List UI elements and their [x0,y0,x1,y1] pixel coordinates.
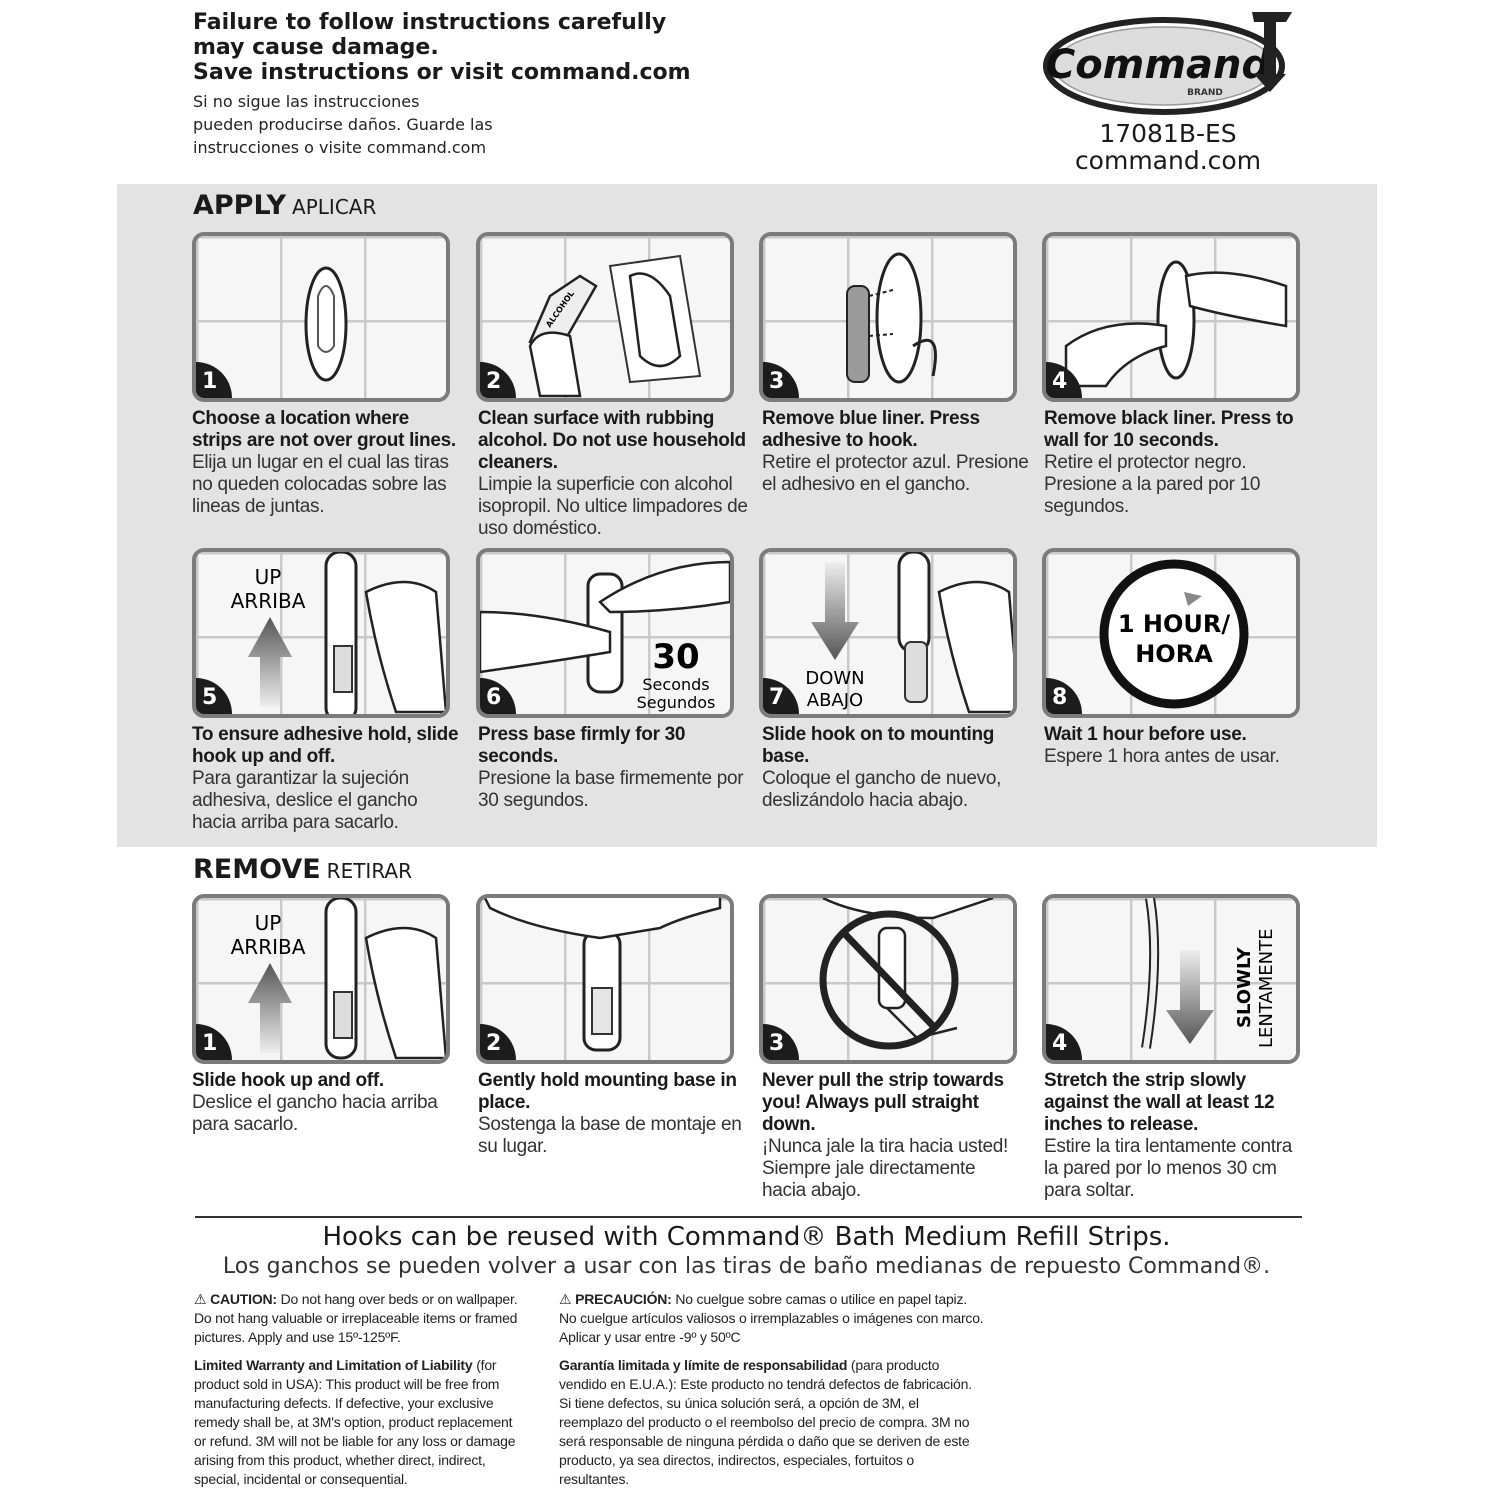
svg-text:UP: UP [255,911,282,935]
svg-text:DOWN: DOWN [805,668,864,689]
website-link[interactable]: command.com [1074,146,1262,175]
caution-english: ⚠ CAUTION: Do not hang over beds or on w… [194,1291,518,1345]
step-number: 1 [196,1024,232,1060]
apply-step-8-illustration: 1 HOUR/ HORA 8 [1042,548,1300,718]
apply-step-3-caption: Remove blue liner. Press adhesive to hoo… [762,408,1029,495]
svg-text:Command: Command [1046,42,1271,88]
remove-step-4-caption: Stretch the strip slowly against the wal… [1044,1070,1293,1201]
svg-text:HORA: HORA [1135,640,1213,668]
svg-text:UP: UP [255,565,282,589]
apply-step-1-illustration: 1 [192,232,450,402]
apply-step-5-illustration: UP ARRIBA 5 [192,548,450,718]
apply-step-7-illustration: DOWN ABAJO 7 [759,548,1017,718]
apply-step-1-caption: Choose a location where strips are not o… [192,408,456,517]
apply-step-6-illustration: 30 Seconds Segundos 6 [476,548,734,718]
warranty-spanish: Garantía limitada y límite de responsabi… [559,1357,972,1487]
product-code: 17081B-ES [1099,119,1237,148]
remove-step-1-caption: Slide hook up and off.Deslice el gancho … [192,1070,438,1135]
svg-text:1 HOUR/: 1 HOUR/ [1118,610,1231,638]
apply-step-3-illustration: 3 [759,232,1017,402]
svg-text:LENTAMENTE: LENTAMENTE [1256,928,1277,1048]
svg-text:ARRIBA: ARRIBA [231,589,306,613]
svg-text:ABAJO: ABAJO [807,690,863,711]
svg-text:ARRIBA: ARRIBA [231,935,306,959]
warning-english: Failure to follow instructions carefully… [193,10,691,85]
svg-text:Segundos: Segundos [637,693,716,712]
remove-step-3-illustration: 3 [759,894,1017,1064]
apply-step-6-caption: Press base firmly for 30 seconds.Presion… [478,724,744,811]
step-number: 5 [196,678,232,714]
warranty-english: Limited Warranty and Limitation of Liabi… [194,1357,516,1487]
product-code-block: 17081B-ES command.com [1040,120,1296,174]
apply-step-8-caption: Wait 1 hour before use.Espere 1 hora ant… [1044,724,1280,767]
divider [195,1216,1302,1218]
svg-text:Seconds: Seconds [642,675,709,694]
apply-step-2-caption: Clean surface with rubbing alcohol. Do n… [478,408,748,539]
apply-step-5-caption: To ensure adhesive hold, slide hook up a… [192,724,459,833]
svg-text:30: 30 [652,637,699,677]
reuse-note-spanish: Los ganchos se pueden volver a usar con … [222,1254,1271,1279]
caution-spanish: ⚠ PRECAUCIÓN: No cuelgue sobre camas o u… [559,1291,984,1345]
warning-icon: ⚠ [559,1291,572,1307]
remove-step-2-illustration: 2 [476,894,734,1064]
apply-step-4-illustration: 4 [1042,232,1300,402]
remove-step-2-caption: Gently hold mounting base in place.Soste… [478,1070,742,1157]
apply-step-7-caption: Slide hook on to mounting base.Coloque e… [762,724,1002,811]
svg-text:BRAND: BRAND [1187,88,1223,98]
svg-text:SLOWLY: SLOWLY [1234,946,1255,1028]
apply-step-4-caption: Remove black liner. Press to wall for 10… [1044,408,1294,517]
command-logo: Command BRAND [1040,8,1300,120]
warning-icon: ⚠ [194,1291,207,1307]
remove-step-3-caption: Never pull the strip towards you! Always… [762,1070,1008,1201]
warning-spanish: Si no sigue las instrucciones pueden pro… [193,92,493,157]
apply-step-2-illustration: ALCOHOL 2 [476,232,734,402]
step-number: 1 [196,362,232,398]
reuse-note-english: Hooks can be reused with Command® Bath M… [322,1222,1171,1252]
remove-step-1-illustration: UP ARRIBA 1 [192,894,450,1064]
remove-step-4-illustration: SLOWLY LENTAMENTE 4 [1042,894,1300,1064]
